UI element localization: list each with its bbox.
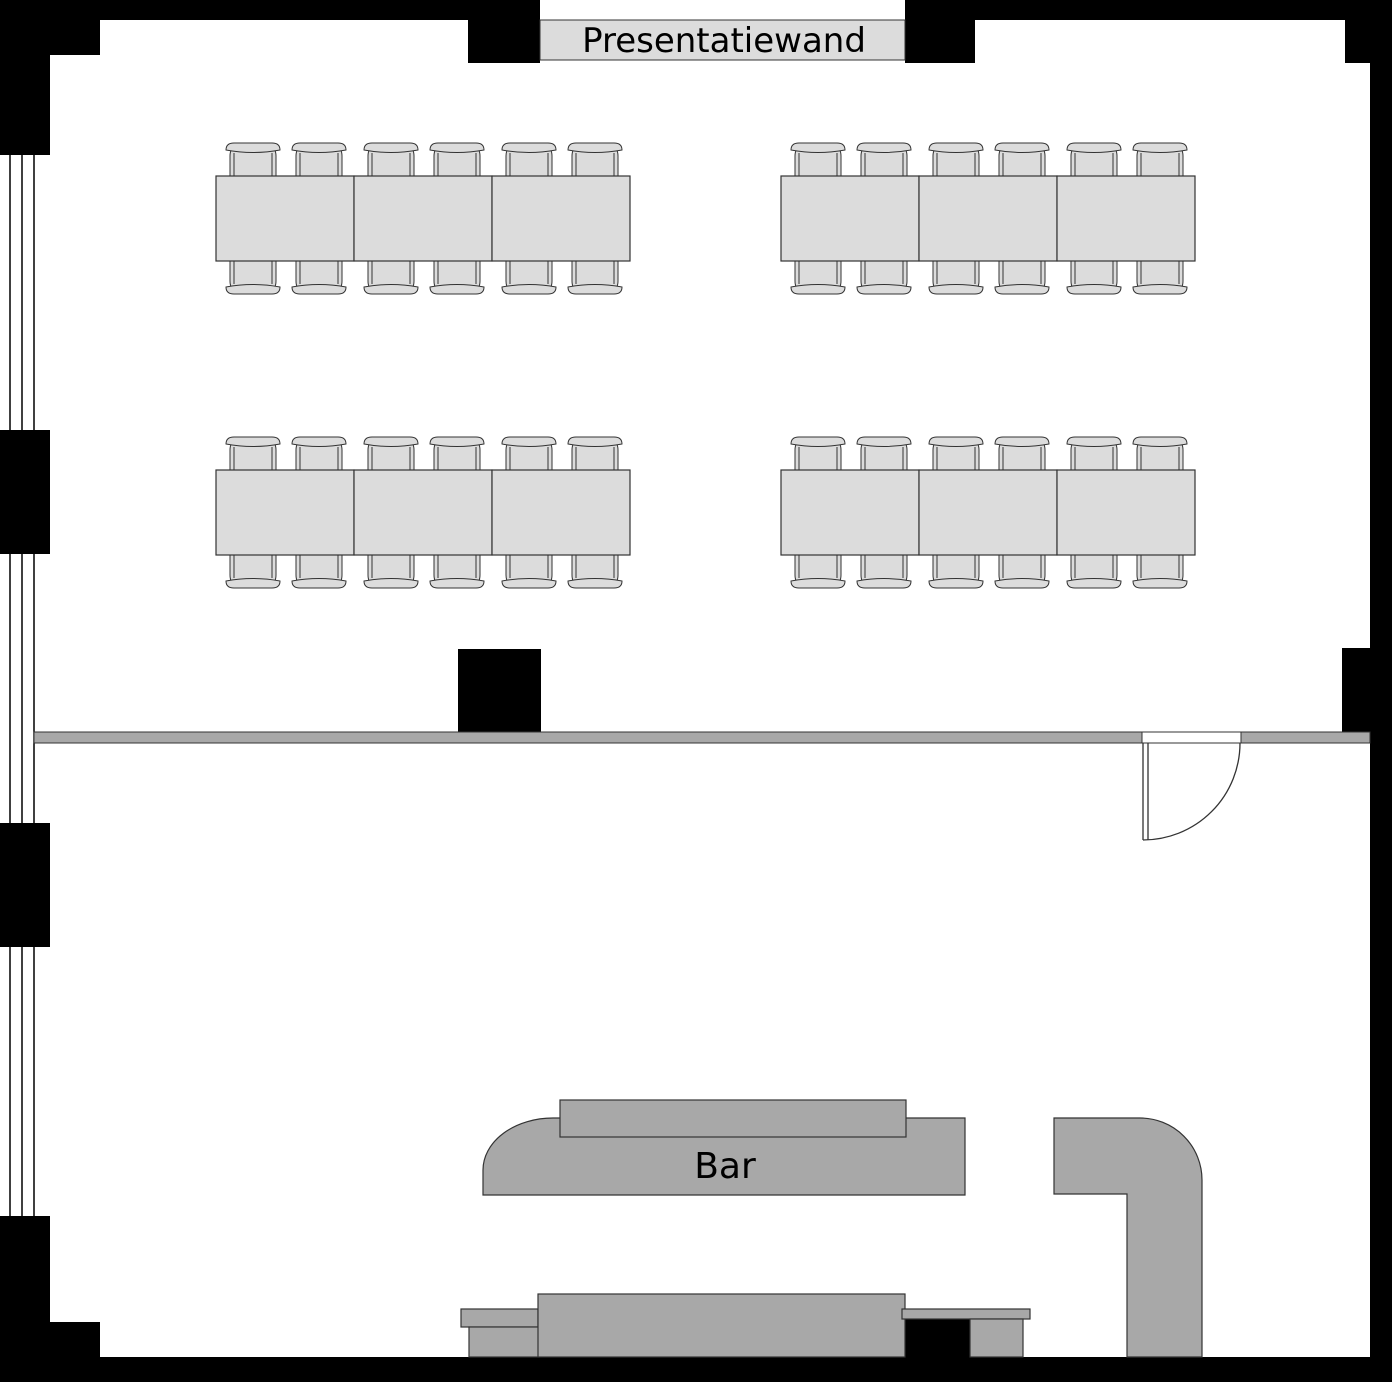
bar-area: Bar (482, 1099, 1203, 1358)
chair-icon (363, 436, 419, 471)
chair-icon (994, 260, 1050, 295)
bar-back-shelf (559, 1099, 907, 1138)
left-windows (9, 155, 35, 1216)
left-pillar-1 (0, 430, 50, 554)
chair-icon (928, 554, 984, 589)
chair-icon (1066, 142, 1122, 177)
counter-left-visible (468, 1326, 540, 1358)
bar-l-counter (1053, 1117, 1203, 1358)
chair-icon (856, 436, 912, 471)
table (1056, 469, 1196, 556)
chair-icon (790, 554, 846, 589)
chair-icon (501, 260, 557, 295)
chair-icon (856, 554, 912, 589)
chair-icon (567, 436, 623, 471)
chair-icon (363, 554, 419, 589)
table-group (780, 436, 1196, 589)
chair-icon (994, 436, 1050, 471)
left-pillar-2 (0, 823, 50, 947)
table (780, 469, 920, 556)
chair-icon (994, 142, 1050, 177)
ledge-right (901, 1308, 1031, 1320)
chair-icon (501, 436, 557, 471)
interior-pillar (458, 649, 541, 733)
table (1056, 175, 1196, 262)
chair-icon (1132, 260, 1188, 295)
table (491, 175, 631, 262)
partition-wall (33, 731, 1371, 744)
door-icon[interactable] (1142, 742, 1241, 841)
chair-icon (429, 436, 485, 471)
chair-icon (1132, 142, 1188, 177)
chair-icon (1066, 554, 1122, 589)
chair-icon (1066, 260, 1122, 295)
chair-icon (225, 142, 281, 177)
chair-icon (928, 142, 984, 177)
table (780, 175, 920, 262)
chair-icon (790, 142, 846, 177)
presentation-wall: Presentatiewand (539, 19, 906, 61)
table-group (780, 142, 1196, 295)
chair-icon (790, 260, 846, 295)
chair-icon (225, 554, 281, 589)
table (353, 175, 493, 262)
chair-icon (291, 260, 347, 295)
chair-icon (1132, 554, 1188, 589)
ledge-left-visible (460, 1308, 539, 1328)
chair-icon (790, 436, 846, 471)
table (215, 469, 355, 556)
chair-icon (225, 260, 281, 295)
chair-icon (501, 142, 557, 177)
table-group (215, 436, 631, 589)
table (918, 469, 1058, 556)
corner-pillar-bottom-left-b (0, 1216, 50, 1382)
chair-icon (429, 260, 485, 295)
counter-center (537, 1293, 906, 1358)
chair-icon (1132, 436, 1188, 471)
table (353, 469, 493, 556)
chair-icon (856, 260, 912, 295)
chair-icon (928, 260, 984, 295)
table (215, 175, 355, 262)
bar-label: Bar (694, 1146, 756, 1187)
chair-icon (363, 142, 419, 177)
wall-top-column-left (468, 20, 540, 63)
chair-icon (363, 260, 419, 295)
table (491, 469, 631, 556)
wall-top-right (905, 0, 1392, 20)
chair-icon (225, 436, 281, 471)
counters-bottom (460, 1293, 1031, 1358)
chair-icon (291, 554, 347, 589)
chair-icon (567, 260, 623, 295)
bottom-pillar (905, 1318, 970, 1382)
chair-icon (1066, 436, 1122, 471)
chair-icon (429, 142, 485, 177)
wall-top-left (0, 0, 540, 20)
chair-icon (291, 142, 347, 177)
chair-icon (501, 554, 557, 589)
corner-pillar-top-left-b (0, 0, 50, 155)
chair-icon (567, 142, 623, 177)
chair-icon (429, 554, 485, 589)
chair-icon (291, 436, 347, 471)
chair-icon (856, 142, 912, 177)
pillar-right-mid (1342, 648, 1392, 732)
table (918, 175, 1058, 262)
chair-icon (928, 436, 984, 471)
seating-area (215, 142, 1196, 589)
chair-icon (567, 554, 623, 589)
wall-top-column-right (905, 20, 975, 63)
wall-bottom (0, 1357, 1392, 1382)
table-group (215, 142, 631, 295)
presentation-wall-label: Presentatiewand (582, 21, 866, 61)
counter-right (969, 1318, 1024, 1358)
chair-icon (994, 554, 1050, 589)
